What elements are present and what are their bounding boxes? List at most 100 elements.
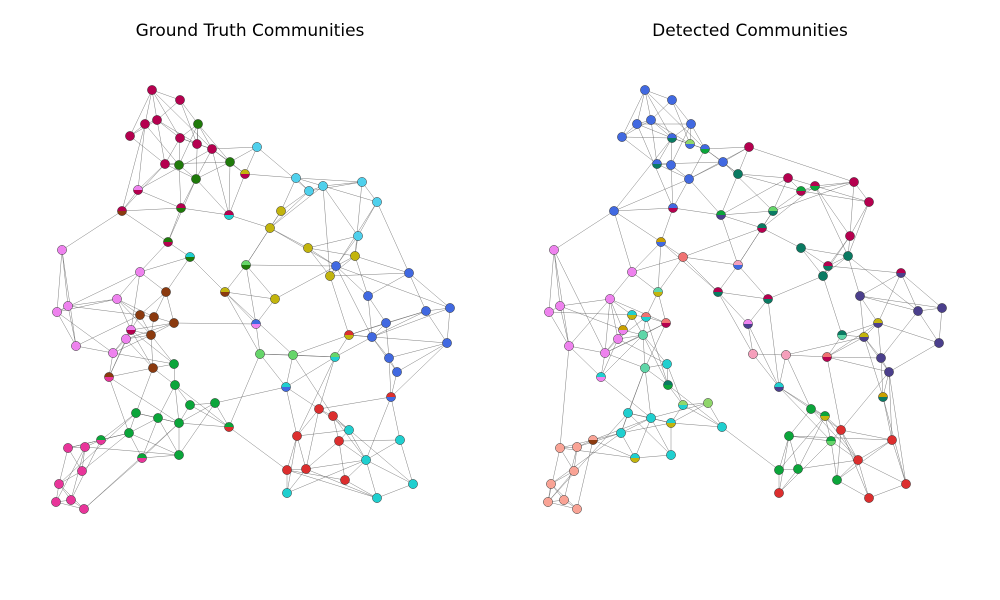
detected-network	[543, 85, 947, 514]
ground-truth-node	[392, 367, 402, 377]
ground-truth-edge	[348, 429, 367, 461]
detected-node-circle	[768, 206, 778, 216]
ground-truth-edge	[286, 468, 307, 494]
detected-node-circle	[774, 382, 784, 392]
detected-node-circle	[559, 495, 569, 505]
ground-truth-edge	[112, 334, 152, 354]
ground-truth-edge	[151, 89, 181, 139]
detected-node	[873, 318, 883, 328]
detected-edge	[613, 178, 690, 212]
ground-truth-node-half	[224, 427, 234, 432]
detected-node-circle	[718, 157, 728, 167]
detected-node-circle	[774, 488, 784, 498]
ground-truth-edge	[189, 256, 226, 293]
ground-truth-node-circle	[148, 363, 158, 373]
ground-truth-node-circle	[328, 411, 338, 421]
ground-truth-node	[126, 325, 136, 335]
ground-truth-edge	[130, 329, 175, 365]
detected-edge	[657, 241, 662, 293]
detected-node-half	[873, 318, 883, 323]
detected-edge	[747, 323, 780, 388]
detected-edge	[859, 272, 902, 297]
detected-edge	[857, 459, 870, 499]
detected-edge	[553, 249, 570, 347]
ground-truth-node-circle	[176, 203, 186, 213]
ground-truth-edge	[195, 178, 230, 216]
detected-node-half	[859, 332, 869, 337]
detected-node	[623, 408, 633, 418]
detected-edge	[682, 227, 763, 258]
ground-truth-edge	[157, 384, 176, 419]
ground-truth-edge	[329, 272, 410, 277]
ground-truth-node-half	[185, 257, 195, 262]
ground-truth-node-circle	[163, 237, 173, 247]
detected-edge	[859, 295, 919, 312]
ground-truth-node-circle	[54, 479, 64, 489]
detected-node-circle	[845, 231, 855, 241]
detected-edge	[604, 298, 611, 354]
ground-truth-node	[357, 177, 367, 187]
ground-truth-node	[79, 504, 89, 514]
detected-node-circle	[733, 169, 743, 179]
ground-truth-node-circle	[71, 341, 81, 351]
ground-truth-panel: Ground Truth Communities	[51, 21, 455, 514]
ground-truth-node-circle	[281, 382, 291, 392]
detected-node	[768, 206, 778, 216]
detected-node-half	[652, 164, 662, 169]
ground-truth-edge	[322, 185, 359, 237]
detected-node	[555, 443, 565, 453]
detected-edge	[559, 298, 611, 307]
ground-truth-edge	[156, 119, 166, 165]
detected-edge	[670, 123, 692, 166]
detected-edge	[621, 89, 646, 138]
detected-node-circle	[666, 418, 676, 428]
detected-node-circle	[849, 177, 859, 187]
ground-truth-edge	[151, 89, 213, 150]
ground-truth-edge	[371, 310, 427, 338]
ground-truth-node-circle	[79, 504, 89, 514]
detected-node	[774, 465, 784, 475]
ground-truth-node	[331, 261, 341, 271]
ground-truth-edge	[365, 396, 392, 461]
detected-edge	[800, 247, 829, 267]
detected-edge	[826, 356, 842, 431]
detected-node	[596, 372, 606, 382]
detected-node-circle	[937, 303, 947, 313]
ground-truth-node	[71, 341, 81, 351]
detected-node-half	[823, 261, 833, 266]
detected-node-half	[768, 211, 778, 216]
ground-truth-edge	[292, 354, 336, 358]
ground-truth-edge	[388, 342, 448, 359]
detected-node	[820, 411, 830, 421]
detected-node-half	[667, 138, 677, 143]
ground-truth-edge	[195, 148, 213, 180]
ground-truth-node-half	[104, 377, 114, 382]
detected-node-circle	[700, 144, 710, 154]
detected-node-circle	[685, 139, 695, 149]
ground-truth-node-half	[240, 174, 250, 179]
ground-truth-edge	[112, 352, 175, 365]
detected-edge	[778, 468, 799, 494]
ground-truth-node-circle	[224, 210, 234, 220]
detected-edge	[672, 178, 690, 209]
ground-truth-edge	[81, 432, 130, 472]
ground-truth-node-circle	[350, 251, 360, 261]
detected-edge	[656, 163, 690, 180]
ground-truth-edge	[296, 356, 336, 437]
detected-edge	[682, 256, 739, 266]
detected-node-half	[896, 268, 906, 273]
detected-node-circle	[913, 306, 923, 316]
detected-edge	[778, 386, 832, 442]
ground-truth-node-circle	[153, 413, 163, 423]
detected-edge	[670, 164, 674, 209]
ground-truth-edge	[335, 265, 451, 309]
detected-node	[667, 133, 677, 143]
detected-node-circle	[781, 350, 791, 360]
detected-node-circle	[806, 404, 816, 414]
detected-edge	[737, 210, 774, 266]
ground-truth-node	[121, 334, 131, 344]
ground-truth-node	[104, 372, 114, 382]
ground-truth-node	[52, 307, 62, 317]
detected-node-circle	[663, 380, 673, 390]
detected-node	[572, 504, 582, 514]
